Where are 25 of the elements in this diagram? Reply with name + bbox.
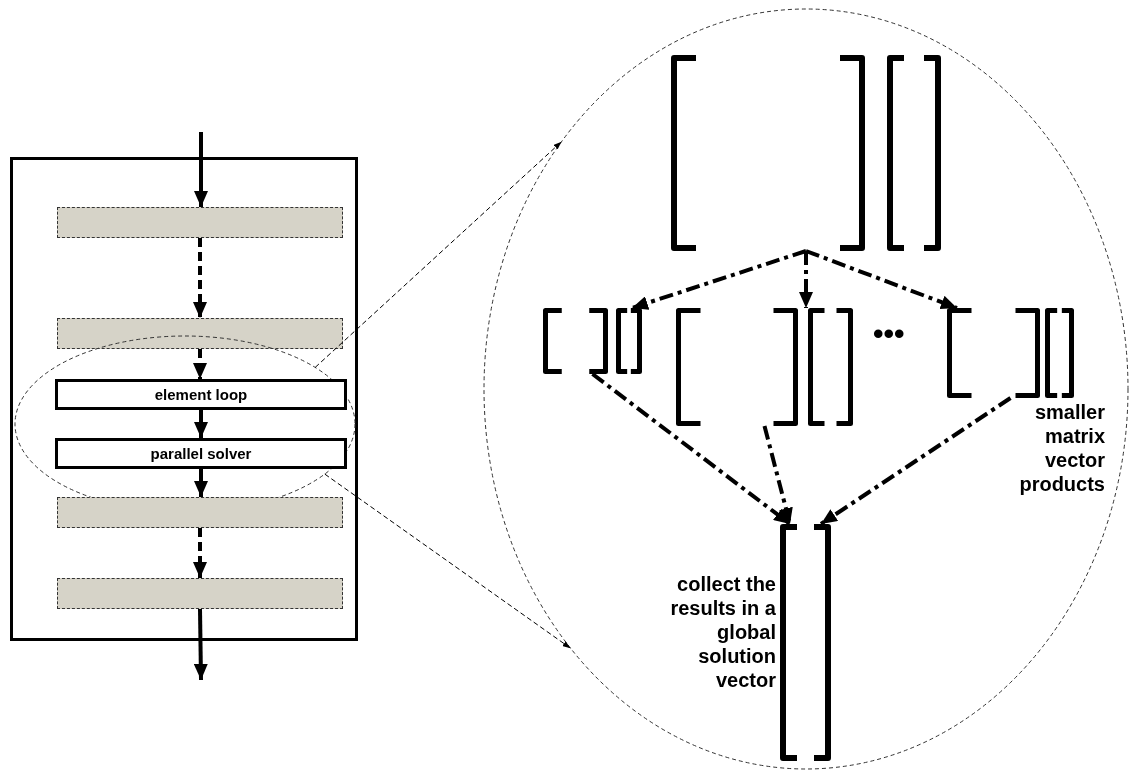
arrow [194, 132, 208, 207]
zoom-line [324, 473, 571, 649]
process-box: element loop [55, 379, 347, 410]
arrow [193, 238, 207, 318]
arrow [762, 425, 793, 525]
zoom-line [314, 141, 562, 368]
process-bar [57, 497, 343, 528]
arrow [194, 469, 208, 497]
arrow [193, 349, 207, 379]
process-bar [57, 207, 343, 238]
annotation-text: smaller matrix vector products [1018, 400, 1105, 496]
arrow [631, 249, 807, 310]
arrow [193, 528, 207, 578]
arrow [193, 608, 208, 681]
arrow [799, 251, 813, 308]
annotation-text: collect the results in a global solution vector [669, 572, 776, 692]
process-bar [57, 318, 343, 349]
arrow [805, 249, 958, 310]
arrow [819, 396, 1012, 526]
arrow [591, 372, 792, 526]
annotation-text: ••• [873, 322, 906, 346]
arrow [194, 410, 208, 438]
process-frame [10, 157, 358, 641]
process-box: parallel solver [55, 438, 347, 469]
process-bar [57, 578, 343, 609]
